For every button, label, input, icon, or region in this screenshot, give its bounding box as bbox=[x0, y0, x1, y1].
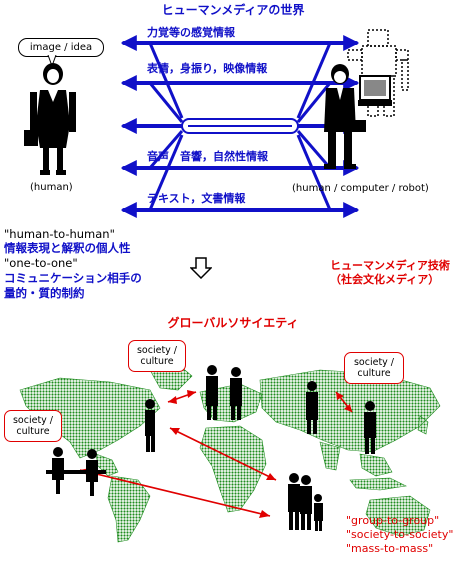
h2h-label: "human-to-human" bbox=[4, 227, 115, 241]
channel-audio: 音声，音響，自然性情報 bbox=[147, 150, 268, 163]
constraint-text-2: 量的・質的制約 bbox=[4, 286, 85, 300]
world-map bbox=[19, 365, 441, 543]
one-to-one-label: "one-to-one" bbox=[4, 256, 78, 270]
channel-haptic: 力覚等の感覚情報 bbox=[147, 26, 235, 39]
society-to-society-label: "society-to-society" bbox=[346, 528, 454, 541]
mass-to-mass-label: "mass-to-mass" bbox=[346, 542, 434, 555]
human-woman-figure bbox=[24, 63, 76, 175]
global-society-title: グローバルソサイエティ bbox=[167, 316, 299, 330]
human-computer-robot-figure bbox=[324, 29, 409, 169]
image-idea-bubble: image / idea bbox=[18, 38, 104, 57]
human-computer-robot-label: (human / computer / robot) bbox=[292, 183, 429, 194]
channel-arrows bbox=[120, 35, 360, 218]
human-media-tech: ヒューマンメディア技術 bbox=[330, 259, 450, 272]
constraint-text-1: コミュニケーション相手の bbox=[4, 271, 142, 285]
individuality-text: 情報表現と解釈の個人性 bbox=[4, 241, 131, 255]
channel-text: テキスト，文書情報 bbox=[147, 192, 246, 205]
channel-visual: 表情，身振り，映像情報 bbox=[147, 62, 268, 75]
group-to-group-label: "group-to-group" bbox=[346, 514, 440, 527]
human-label: (human) bbox=[30, 182, 73, 193]
society-culture-bubble-asia: society / culture bbox=[344, 352, 404, 384]
socio-cultural-media: （社会文化メディア） bbox=[330, 273, 440, 286]
down-arrow-icon bbox=[190, 257, 212, 279]
society-culture-bubble-left: society / culture bbox=[4, 410, 62, 442]
diagram-title: ヒューマンメディアの世界 bbox=[161, 3, 305, 17]
society-culture-bubble-americas: society / culture bbox=[128, 340, 186, 372]
